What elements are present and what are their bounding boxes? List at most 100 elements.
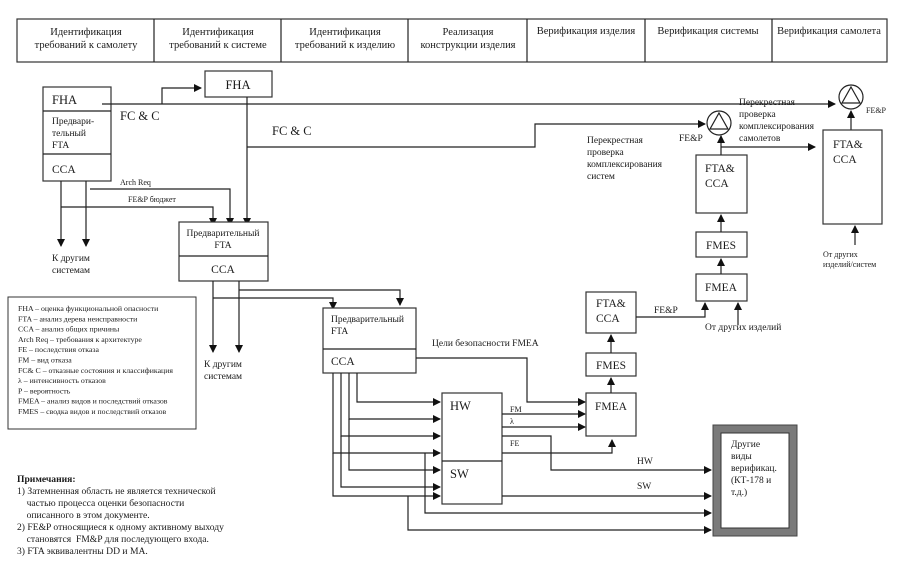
phase-header-frame [16,18,888,63]
fmea-goals-arrow [416,357,586,406]
note-line: 3) FTA эквивалентны DD и MA. [17,546,148,557]
legend-item: FE – последствия отказа [18,345,100,354]
other-verif-line1: Другие [731,440,760,450]
hw-sw-block: HW SW [441,392,503,505]
system-cca-label: CCA [211,264,235,276]
legend-item: FMES – сводка видов и последствий отказо… [18,407,166,416]
legend-item: FC& C – отказные состояния и классификац… [18,366,173,375]
phase-1-line2: требований к самолету [35,40,138,51]
item-pfta-line2: FTA [331,327,348,337]
legend-item: FMEA – анализ видов и последствий отказо… [18,397,168,406]
sys-to-item-arrow-1 [213,297,337,310]
legend-item: FTA – анализ дерева неисправности [18,314,137,323]
note-line: 1) Затемненная область не является техни… [17,486,216,497]
item-fep-label: FE&P [654,306,678,316]
fm-label: FM [510,405,522,414]
item-fep-arrow [636,302,709,318]
other-verification-block: Другие виды верификац. (КТ-178 и т.д.) [712,424,798,537]
fep-budget-arrow [61,206,217,226]
system-pfta-line1: Предварительный [187,228,260,239]
to-system-fha-arrow [161,84,202,104]
system-pfta-block: Предварительный FTA CCA [178,221,269,282]
phase-3-line1: Идентификация [309,27,381,38]
phase-6-line1: Верификация системы [657,26,758,37]
aircraft-pfta-line1: Предвари- [52,117,94,127]
note-line: становятся FM&P для последующего входа. [17,534,209,545]
system-fmes-label: FMES [706,240,736,252]
phase-4-line1: Реализация [443,27,494,38]
phase-header: Идентификация требований к самолету Иден… [16,18,888,63]
arch-req-arrow [90,188,234,226]
note-line: описанного в этом документе. [17,510,150,521]
legend-box: FHA – оценка функциональной опасностиFTA… [7,296,197,430]
other-verif-line4: (КТ-178 и [731,475,771,486]
to-other-systems-2-line2: системам [204,372,242,382]
bypass-arrow-1 [424,453,712,517]
fcc-label-1: FC & C [120,109,160,123]
aircraft-fep-label: FE&P [866,106,887,115]
item-fmes-block: FMES [585,352,637,377]
legend-item: P – вероятность [18,386,71,395]
other-verif-line2: виды [731,452,752,462]
note-line: 2) FE&P относящиеся к одному активному в… [17,522,224,533]
hw-label: HW [450,399,471,413]
item-pfta-line1: Предварительный [331,314,404,325]
other-verif-line3: верификац. [731,463,777,474]
legend-item: λ – интенсивность отказов [18,376,106,385]
triangle-icon [708,111,730,130]
phase-5-line1: Верификация изделия [537,26,636,37]
notes-title: Примечания: [17,474,76,485]
item-fta-line2: CCA [596,313,620,325]
to-other-systems-2-line1: К другим [204,360,242,370]
fe-arrow [502,439,616,454]
fcc-system-line [247,120,706,148]
note-line: частью процесса оценки безопасности [17,498,184,509]
from-other-items-label: От других изделий [705,322,781,333]
fep-budget-label: FE&P бюджет [128,195,176,204]
phase-7-line1: Верификация самолета [777,26,881,37]
triangle-icon [840,85,862,104]
system-fta-line1: FTA& [705,163,735,175]
item-fta-line1: FTA& [596,298,626,310]
phase-3-line2: требований к изделию [295,40,395,51]
item-fmea-block: FMEA [585,392,637,437]
sys-to-item-arrow-2 [239,289,404,306]
lambda-label: λ [510,417,514,426]
fe-label: FE [510,439,519,448]
legend-item: FHA – оценка функциональной опасности [18,304,158,313]
sw-out-label: SW [637,482,651,492]
sw-label: SW [450,467,469,481]
from-other-items-sys-line2: изделий/систем [823,260,876,269]
system-crosscheck-node [706,110,732,136]
cross-sys-line3: комплексирования [587,160,663,170]
system-fmes-block: FMES [695,231,748,258]
cross-ac-line3: комплексирования [739,122,815,132]
system-fha-label: FHA [225,78,250,92]
bypass-arrow-2 [407,496,712,534]
aircraft-fta-line2: CCA [833,154,857,166]
item-pfta-block: Предварительный FTA CCA [322,307,417,374]
hw-out-label: HW [637,457,653,467]
item-fmea-label: FMEA [595,401,628,413]
item-fmes-label: FMES [596,360,626,372]
item-fta-cca-block: FTA& CCA [585,291,637,334]
aircraft-fha-block: FHA Предвари- тельный FTA CCA [42,86,112,182]
hw-out-arrow [502,435,712,474]
legend-item: FM – вид отказа [18,356,72,365]
cross-ac-line4: самолетов [739,134,781,144]
cross-ac-line1: Перекрестная [739,98,796,108]
cross-sys-line2: проверка [587,148,624,158]
to-other-systems-1-line1: К другим [52,254,90,264]
to-other-systems-1-line2: системам [52,266,90,276]
system-fta-line2: CCA [705,178,729,190]
fcc-label-2: FC & C [272,124,312,138]
cca-to-hwsw-lines [332,373,441,500]
cross-sys-line1: Перекрестная [587,136,644,146]
cross-sys-line4: систем [587,172,615,182]
aircraft-cca-label: CCA [52,164,76,176]
aircraft-pfta-line3: FTA [52,141,69,151]
aircraft-fta-line1: FTA& [833,139,863,151]
notes-section: Примечания: 1) Затемненная область не яв… [17,474,224,557]
aircraft-crosscheck-node [838,84,864,110]
